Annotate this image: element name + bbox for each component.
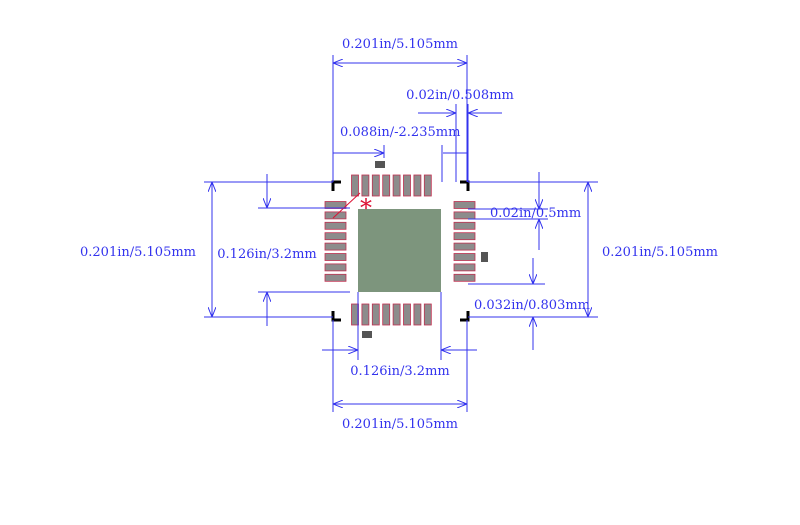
pad-bottom-5 [392,303,401,326]
dim-pin-offset-label: 0.088in/-2.235mm [340,125,460,140]
pad-top-1 [351,174,359,197]
pad-right-6 [453,253,476,261]
pad-bottom-7 [413,303,422,326]
pad-bottom-8 [423,303,432,326]
dim-inner-width-label: 0.126in/3.2mm [350,364,449,379]
pad-right-4 [453,232,476,241]
pad-right-7 [453,263,476,272]
pad-top-7 [413,174,422,197]
silkscreen-corner-top-right [460,180,470,191]
pad-bottom-3 [371,303,380,326]
pad-top-5 [392,174,401,197]
pad-right-5 [453,242,476,251]
pad-left-6 [324,253,347,261]
pad-left-8 [324,273,347,282]
pad-bottom-4 [382,303,391,326]
silkscreen-corner-top-left [331,180,341,191]
dim-right-height-label: 0.201in/5.105mm [602,245,718,260]
pad-bottom-2 [361,303,370,326]
pad-bottom-1 [351,303,359,326]
dim-inner-height-label: 0.126in/3.2mm [217,247,316,262]
silkscreen-corner-bottom-right [460,311,470,322]
pad-top-2 [361,174,370,197]
bottom-marker-pad [362,331,372,338]
pad-right-8 [453,273,476,282]
thermal-pad [358,209,441,292]
pad-left-4 [324,232,347,241]
pad-top-4 [382,174,391,197]
pad-left-3 [324,221,347,230]
dim-pin-pitch-top-label: 0.02in/0.508mm [406,88,514,103]
pin1-marker-line [332,192,361,219]
top-marker-pad [375,161,385,168]
dim-bottom-width-label: 0.201in/5.105mm [342,417,458,432]
dimension-labels: 0.201in/5.105mm 0.02in/0.508mm 0.088in/-… [80,37,718,432]
right-marker-pad [481,252,488,262]
pad-top-8 [423,174,432,197]
pad-right-1 [453,201,476,209]
pad-top-6 [403,174,411,197]
dim-pin-pitch-right-label: 0.02in/0.5mm [490,206,581,221]
dimension-lines [204,55,598,412]
silkscreen-corner-bottom-left [331,311,341,322]
pad-left-7 [324,263,347,272]
pad-right-3 [453,221,476,230]
pad-bottom-6 [403,303,411,326]
pad-right-2 [453,211,476,220]
pad-top-3 [371,174,380,197]
dim-pad-length-label: 0.032in/0.803mm [474,298,590,313]
pin1-marker: * [360,194,372,222]
pad-left-1 [324,201,347,209]
dim-top-width-label: 0.201in/5.105mm [342,37,458,52]
dim-left-height-label: 0.201in/5.105mm [80,245,196,260]
pad-left-5 [324,242,347,251]
